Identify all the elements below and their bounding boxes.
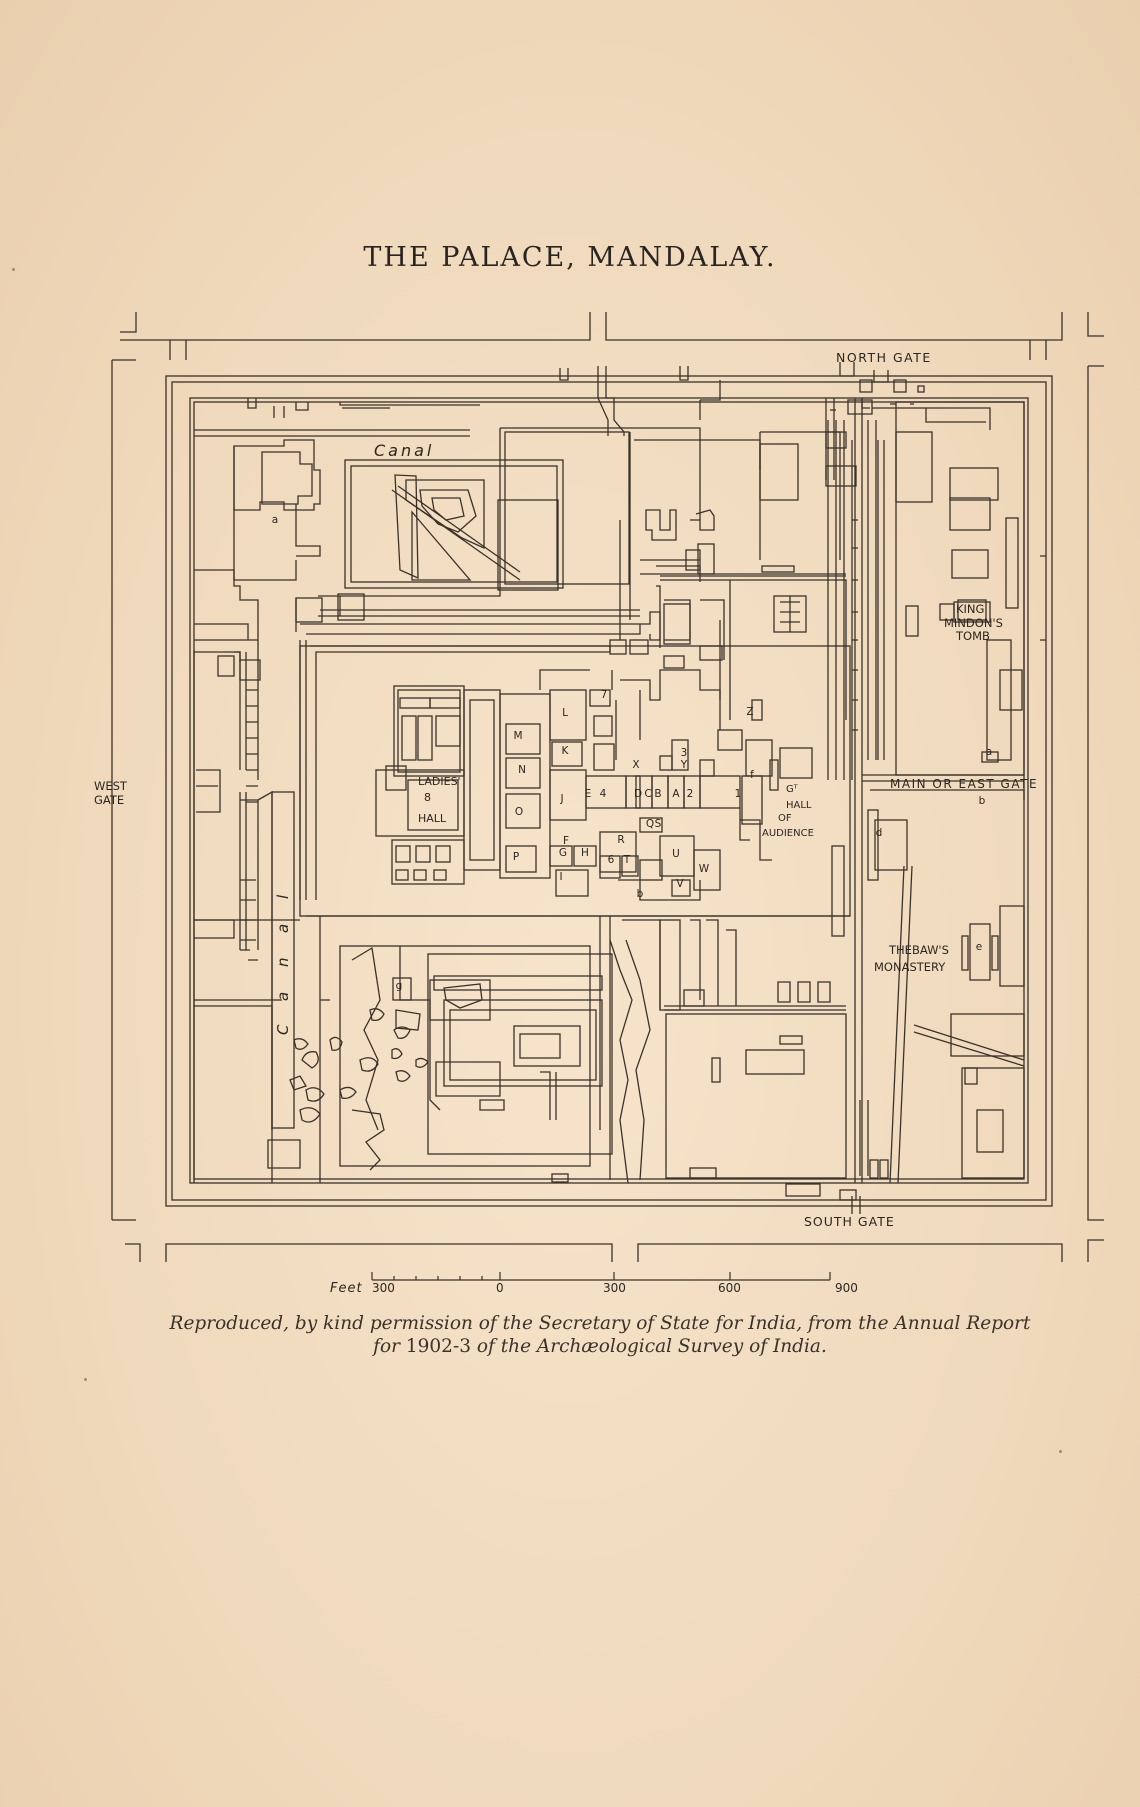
building-letter: F [563,835,569,847]
canal-left-char: l [274,894,292,899]
ladies-hall-line: HALL [418,812,447,825]
building-letter: d [876,827,883,839]
building-letter: A [672,788,680,800]
building-letter: 7 [601,689,608,701]
thebaw-monastery-label: THEBAW'S MONASTERY [874,943,949,974]
caption-line-1: Reproduced, by kind permission of the Se… [169,1313,1031,1334]
building-letter: R [617,834,624,846]
building-letter: V [676,878,684,890]
caption-line-2-post: of the Archæological Survey of India. [470,1336,827,1357]
canal-left-char: a [274,924,292,933]
ladies-hall-label: LADIES' 8 HALL [418,775,461,825]
page-title: THE PALACE, MANDALAY. [363,242,777,273]
building-letter: 3 [681,747,688,759]
building-letter: 1 [735,788,742,800]
caption-line-2-pre: for [373,1336,406,1357]
west-gate-label-2: GATE [94,793,124,807]
canal-left-char: C [274,1024,292,1035]
building-letter: I [559,871,562,883]
caption-line-2: for 1902-3 of the Archæological Survey o… [120,1335,1080,1358]
building-letter: S [655,818,662,830]
building-letter: e [976,941,982,953]
east-gate-label: MAIN OR EAST GATE [890,777,1038,791]
paper-speck [12,268,15,271]
paper-speck [84,1378,87,1381]
hall-of-audience-line: OF [778,813,792,824]
building-letter: f [750,769,754,781]
west-gate-label-1: WEST [94,779,128,793]
scale-unit-label: Feet [330,1281,363,1296]
building-letter: C [644,788,651,800]
building-letter: a [986,746,992,758]
building-letter: O [515,806,523,818]
building-letter: Y [680,759,688,771]
building-letter: J [559,793,563,805]
building-letter: N [518,764,526,776]
building-letter: H [581,847,589,859]
map-caption: Reproduced, by kind permission of the Se… [120,1312,1080,1358]
scale-tick-label: 300 [603,1281,626,1295]
south-gate-label: SOUTH GATE [804,1214,895,1229]
building-letter: U [672,848,680,860]
king-mindon-tomb-label: KING MINDON'S TOMB [944,602,1003,643]
scale-tick-label: 900 [835,1281,858,1295]
building-letter: L [562,707,568,719]
monastery-label-line: THEBAW'S [888,943,949,957]
monastery-label-line: MONASTERY [874,960,946,974]
building-letter: b [637,888,644,900]
hall-of-audience-line: AUDIENCE [762,828,814,839]
ladies-hall-line: 8 [424,791,431,804]
tomb-label-line: KING [956,602,984,616]
north-gate-label: NORTH GATE [836,350,932,365]
canal-left-char: a [274,992,292,1001]
building-letter: D [634,788,642,800]
hall-of-audience-line: Gᵀ [786,784,798,795]
paper-speck [1059,1450,1062,1453]
building-letter: g [396,980,403,992]
building-letter: a [272,514,278,526]
building-letter: W [699,863,710,875]
scale-tick-label: 300 [372,1281,395,1295]
scale-bar [371,1272,831,1281]
canal-left-char: n [274,957,292,967]
building-letter: 6 [608,854,615,866]
building-letter: T [623,854,631,866]
building-letter: B [654,788,661,800]
ladies-hall-line: LADIES' [418,775,461,788]
building-letter: K [562,745,570,757]
tomb-label-line: MINDON'S [944,616,1003,630]
building-letter: X [632,759,639,771]
building-letter: M [513,730,522,742]
building-letter: Q [646,818,654,830]
building-letter: b [979,795,986,807]
building-letter: 4 [600,788,607,800]
hall-of-audience-label: Gᵀ HALL OF AUDIENCE [762,784,814,839]
canal-left-label: C a n a l [274,894,292,1035]
building-letter: G [559,847,567,859]
tomb-label-line: TOMB [955,629,990,643]
building-letter: 2 [687,788,694,800]
hall-of-audience-line: HALL [786,800,812,811]
building-letter: E [585,788,592,800]
building-letter: P [513,851,519,863]
building-letter: Z [746,706,753,718]
canal-top-label: Canal [374,441,434,460]
scale-tick-label: 600 [718,1281,741,1295]
scale-tick-label: 0 [496,1281,504,1295]
caption-year: 1902-3 [405,1336,471,1357]
